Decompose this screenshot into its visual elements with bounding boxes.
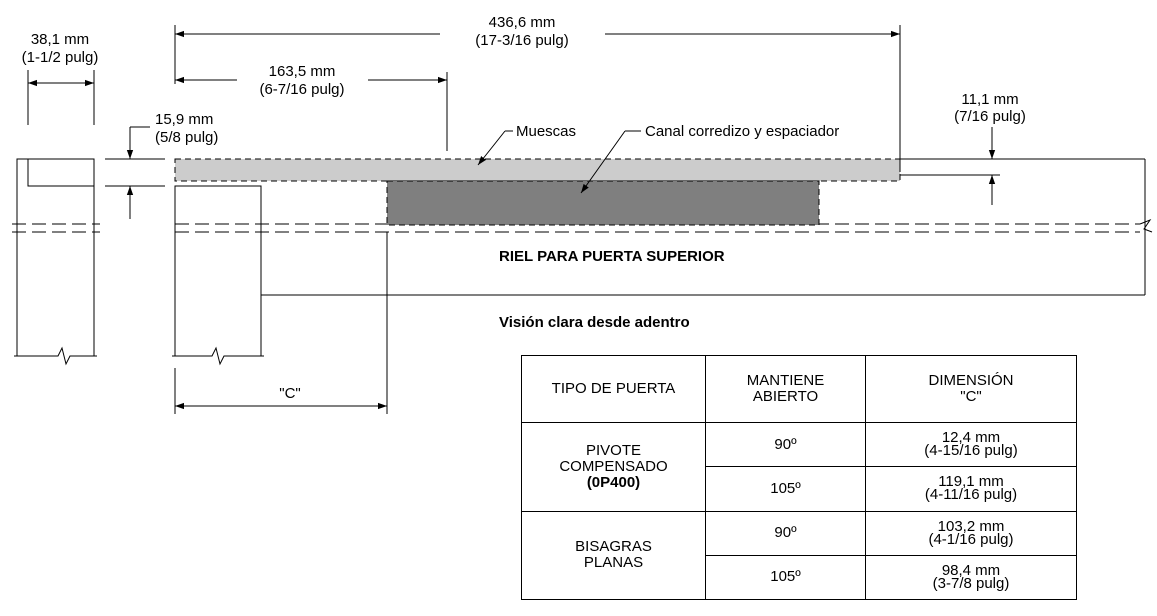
header-door-type: TIPO DE PUERTA xyxy=(521,355,706,423)
dim-depth-mm: 11,1 mm xyxy=(961,91,1018,108)
dim-notch-in: (6-7/16 pulg) xyxy=(259,81,344,98)
dim-overall-mm: 436,6 mm xyxy=(489,14,556,31)
dim-c-label: "C" xyxy=(279,385,300,402)
callout-notches: Muescas xyxy=(477,123,576,166)
dim-notch-mm: 163,5 mm xyxy=(269,63,336,80)
rail-dashed-lines xyxy=(175,223,1140,233)
sliding-channel xyxy=(386,180,820,226)
door-type-pivot: PIVOTE COMPENSADO (0P400) xyxy=(521,422,706,512)
dimension-c-value: 119,1 mm (4-11/16 pulg) xyxy=(865,466,1077,512)
jamb-profile xyxy=(12,158,100,366)
dim-depth-in: (7/16 pulg) xyxy=(954,108,1026,125)
dim-overall: 436,6 mm (17-3/16 pulg) xyxy=(174,14,901,172)
channel-label: Canal corredizo y espaciador xyxy=(645,123,839,140)
view-caption: Visión clara desde adentro xyxy=(499,314,690,331)
notch-strip xyxy=(174,158,901,182)
hold-open-angle: 105º xyxy=(705,466,866,512)
dim-channel-depth: 11,1 mm (7/16 pulg) xyxy=(954,91,1026,205)
dim-clearance-mm: 15,9 mm xyxy=(155,111,213,128)
header-hold-open: MANTIENE ABIERTO xyxy=(705,355,866,423)
hold-open-angle: 90º xyxy=(705,510,866,556)
table-row: 105º 98,4 mm (3-7/8 pulg) xyxy=(522,554,1077,601)
spec-table: TIPO DE PUERTA MANTIENE ABIERTO DIMENSIÓ… xyxy=(521,355,1077,601)
header-dimension: DIMENSIÓN "C" xyxy=(865,355,1077,423)
dimension-c-value: 103,2 mm (4-1/16 pulg) xyxy=(865,510,1077,556)
callout-channel: Canal corredizo y espaciador xyxy=(580,123,839,194)
table-row: PIVOTE COMPENSADO (0P400) 90º 12,4 mm (4… xyxy=(521,421,1077,512)
dim-overall-in: (17-3/16 pulg) xyxy=(475,32,568,49)
dim-clearance: 15,9 mm (5/8 pulg) xyxy=(105,111,218,219)
dimension-c-value: 98,4 mm (3-7/8 pulg) xyxy=(865,554,1077,601)
table-row: BISAGRAS PLANAS 90º 103,2 mm (4-1/16 pul… xyxy=(521,510,1077,600)
rail-title: RIEL PARA PUERTA SUPERIOR xyxy=(499,248,725,265)
table-header-row: TIPO DE PUERTA MANTIENE ABIERTO DIMENSIÓ… xyxy=(521,355,1077,423)
notches-label: Muescas xyxy=(516,123,576,140)
rail-break-symbol xyxy=(1139,218,1153,233)
dim-jamb-mm: 38,1 mm xyxy=(31,31,89,48)
hold-open-angle: 90º xyxy=(705,421,866,468)
dimension-c-value: 12,4 mm (4-15/16 pulg) xyxy=(865,421,1077,468)
dim-jamb-width: 38,1 mm (1-1/2 pulg) xyxy=(22,31,99,125)
dim-clearance-in: (5/8 pulg) xyxy=(155,129,218,146)
door-type-flat-hinges: BISAGRAS PLANAS xyxy=(521,510,706,600)
dim-c: "C" xyxy=(174,232,388,414)
dim-jamb-in: (1-1/2 pulg) xyxy=(22,49,99,66)
dim-notch-span: 163,5 mm (6-7/16 pulg) xyxy=(175,63,448,151)
hold-open-angle: 105º xyxy=(705,554,866,601)
